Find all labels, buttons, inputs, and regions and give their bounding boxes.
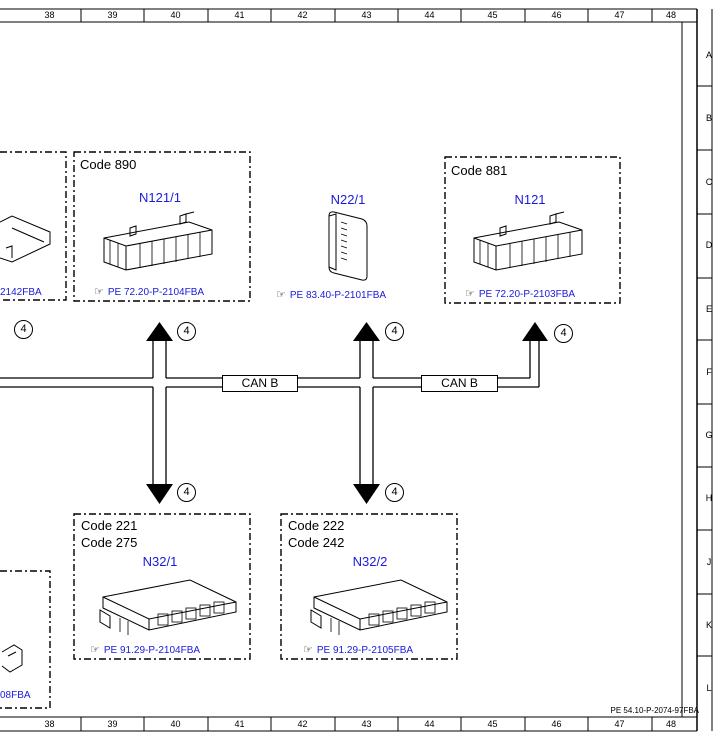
col-44: 44 (424, 10, 435, 20)
col-41: 41 (234, 10, 245, 20)
row-d: D (705, 240, 713, 250)
ref-link-left-bottom-text: 08FBA (0, 690, 31, 701)
circle-marker-222: 4 (385, 483, 404, 502)
col-42-bottom: 42 (297, 719, 308, 729)
ref-link-n32-2-text: PE 91.29-P-2105FBA (316, 645, 414, 656)
code-275-label: Code 275 (81, 535, 138, 550)
col-42: 42 (297, 10, 308, 20)
module-n22-1-drawing (328, 211, 368, 281)
pointing-hand-icon: ☞ (90, 644, 100, 656)
col-45: 45 (487, 10, 498, 20)
circle-marker-890: 4 (177, 322, 196, 341)
arrow-up-890 (146, 322, 173, 341)
col-43: 43 (361, 10, 372, 20)
code-222-label: Code 222 (288, 518, 345, 533)
pointing-hand-icon: ☞ (94, 286, 104, 298)
ref-link-n121-text: PE 72.20-P-2103FBA (478, 289, 576, 300)
control-unit-n32-2-drawing (310, 579, 448, 635)
circle-marker-left: 4 (14, 320, 33, 339)
col-45-bottom: 45 (487, 719, 498, 729)
col-47-bottom: 47 (614, 719, 625, 729)
ref-link-n121[interactable]: ☞PE 72.20-P-2103FBA (465, 287, 575, 300)
can-b-label-2: CAN B (421, 375, 498, 392)
ref-link-n121-1[interactable]: ☞PE 72.20-P-2104FBA (94, 285, 204, 298)
code-890-label: Code 890 (80, 157, 137, 172)
pointing-hand-icon: ☞ (465, 288, 475, 300)
code-881-label: Code 881 (451, 163, 508, 178)
row-a: A (705, 50, 712, 60)
partial-component-left-bottom (1, 644, 23, 673)
code-242-label: Code 242 (288, 535, 345, 550)
can-b-label-1: CAN B (222, 375, 298, 392)
circle-marker-881: 4 (554, 324, 573, 343)
arrow-up-n22 (353, 322, 380, 341)
col-48: 48 (665, 10, 676, 20)
row-g: G (705, 430, 713, 440)
partial-component-left-top (0, 215, 51, 263)
ref-link-n32-1[interactable]: ☞PE 91.29-P-2104FBA (90, 643, 200, 656)
arrow-down-221 (146, 484, 173, 504)
module-box-221 (73, 513, 251, 660)
ref-link-left-bottom[interactable]: 08FBA (0, 690, 31, 701)
col-41-bottom: 41 (234, 719, 245, 729)
ref-link-left-top-text: 2142FBA (0, 287, 42, 298)
circle-marker-n22: 4 (385, 322, 404, 341)
row-c: C (705, 177, 713, 187)
component-n22-1-label: N22/1 (330, 192, 366, 207)
row-h: H (705, 493, 713, 503)
row-k: K (705, 620, 712, 630)
component-n32-2-label: N32/2 (352, 554, 388, 569)
component-n121-label: N121 (514, 192, 546, 207)
module-box-222 (280, 513, 458, 660)
pointing-hand-icon: ☞ (303, 644, 313, 656)
arrow-down-222 (353, 484, 380, 504)
col-40: 40 (170, 10, 181, 20)
col-38-bottom: 38 (44, 719, 55, 729)
connector-n121-1-drawing (103, 211, 213, 271)
code-221-label: Code 221 (81, 518, 138, 533)
ref-link-n121-1-text: PE 72.20-P-2104FBA (107, 287, 205, 298)
row-f: F (706, 367, 712, 377)
col-46: 46 (551, 10, 562, 20)
connector-n121-drawing (473, 211, 583, 271)
circle-marker-221: 4 (177, 483, 196, 502)
module-box-left-bottom (0, 570, 51, 709)
component-n121-1-label: N121/1 (139, 190, 181, 205)
col-47: 47 (614, 10, 625, 20)
row-j: J (706, 557, 712, 567)
col-44-bottom: 44 (424, 719, 435, 729)
col-40-bottom: 40 (170, 719, 181, 729)
col-48-bottom: 48 (665, 719, 676, 729)
col-39: 39 (107, 10, 118, 20)
module-box-left-top (0, 151, 67, 301)
ref-link-n32-2[interactable]: ☞PE 91.29-P-2105FBA (303, 643, 413, 656)
col-43-bottom: 43 (361, 719, 372, 729)
module-box-890 (73, 151, 251, 302)
ref-link-n22-1[interactable]: ☞PE 83.40-P-2101FBA (276, 288, 386, 301)
col-38: 38 (44, 10, 55, 20)
ref-link-n22-1-text: PE 83.40-P-2101FBA (289, 290, 387, 301)
drawing-reference-number: PE 54.10-P-2074-97FBA (610, 706, 700, 715)
row-l: L (706, 683, 712, 693)
ref-link-n32-1-text: PE 91.29-P-2104FBA (103, 645, 201, 656)
module-box-881 (444, 156, 621, 304)
pointing-hand-icon: ☞ (276, 289, 286, 301)
col-39-bottom: 39 (107, 719, 118, 729)
control-unit-n32-1-drawing (99, 579, 237, 635)
row-e: E (705, 304, 712, 314)
row-b: B (705, 113, 712, 123)
col-46-bottom: 46 (551, 719, 562, 729)
arrow-up-881 (522, 322, 548, 341)
ref-link-left-top[interactable]: 2142FBA (0, 287, 42, 298)
component-n32-1-label: N32/1 (142, 554, 178, 569)
